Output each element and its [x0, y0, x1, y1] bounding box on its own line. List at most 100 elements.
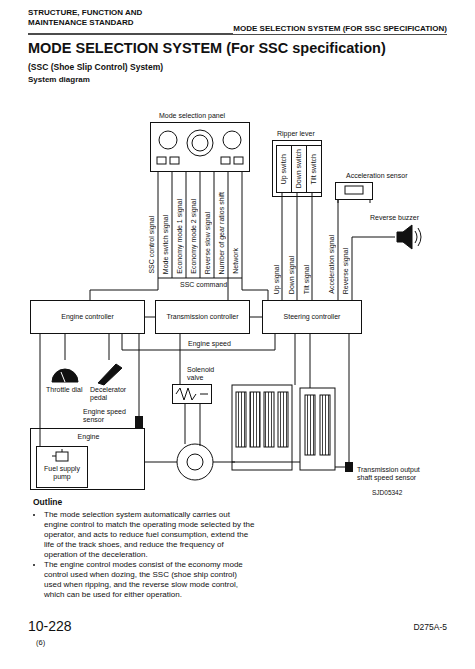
speed-sensor: Engine speed sensor [135, 416, 143, 428]
wire-label: SSC command [180, 281, 227, 289]
signal-wire [122, 334, 275, 350]
sensor: Acceleration sensor [335, 182, 373, 200]
fuel-pump: Fuel supply pump [36, 446, 88, 488]
signal-wire [338, 200, 339, 300]
drawing-stroke [236, 392, 246, 447]
switch: Down switch [291, 145, 307, 193]
node-label: Engine [31, 433, 146, 441]
switch: Tilt switch [306, 145, 322, 193]
drawing-stroke [98, 364, 122, 385]
drawing-stroke [157, 157, 166, 164]
control-panel: Mode selection panel [150, 122, 250, 172]
buzzer: Reverse buzzer [395, 225, 419, 249]
text-label: D275A-5 [413, 622, 447, 633]
drawing-stroke [61, 372, 65, 382]
drawing-stroke [320, 395, 330, 455]
drawing-stroke [223, 131, 241, 149]
drawing-stroke [145, 462, 235, 463]
wire-label: Tilt signal [303, 265, 311, 294]
switch: Up switch [276, 145, 292, 193]
drawing-stroke [56, 452, 68, 461]
drawing-stroke [176, 388, 208, 400]
drawing-stroke [415, 228, 421, 246]
node-label: Steering controller [284, 313, 341, 321]
signal-wire [139, 334, 140, 416]
drawing-stroke [177, 444, 213, 480]
signal-wire [180, 334, 181, 384]
wire-label: Engine speed [188, 340, 231, 348]
node-label: Transmission controller [166, 313, 238, 321]
drawing-stroke [159, 131, 177, 149]
text-label: Outline [33, 497, 62, 508]
node-label: Engine controller [61, 313, 114, 321]
outline-bullet: The mode selection system automatically … [44, 510, 256, 560]
drawing-stroke [187, 454, 203, 470]
signal-wire [297, 193, 298, 300]
wire-label: Acceleration signal [328, 235, 336, 294]
controller-box: Transmission controller [155, 300, 250, 334]
bullet-list: The mode selection system automatically … [44, 510, 256, 600]
text-label: 10-228 [28, 618, 72, 634]
node-label: Throttle dial [46, 386, 86, 394]
signal-wire [145, 317, 155, 318]
signal-label: Mode switch signal [162, 215, 170, 274]
node-label: Engine speed sensor [83, 408, 131, 424]
drawing-stroke [232, 385, 292, 470]
drawing-stroke [232, 334, 310, 462]
decelerator-pedal: Decelerator pedal [92, 360, 126, 384]
drawing-stroke [52, 369, 78, 382]
signal-wire [250, 317, 262, 318]
drawing-stroke [278, 392, 288, 447]
signal-wire [282, 193, 283, 300]
node-label: Decelerator pedal [90, 386, 134, 402]
node-label: Fuel supply pump [37, 465, 87, 481]
text-label: (6) [36, 638, 45, 647]
drawing-stroke [185, 404, 200, 446]
drawing-stroke [300, 388, 335, 470]
wire-label: Up signal [273, 265, 281, 294]
signal-wire [90, 172, 158, 300]
speed-sensor: Transmission output shaft speed sensor [345, 462, 353, 472]
text-label: MODE SELECTION SYSTEM (FOR SSC SPECIFICA… [233, 24, 447, 34]
drawing-stroke [338, 200, 370, 203]
signal-label: Reverse slow signal [204, 212, 212, 274]
drawing-stroke [158, 172, 242, 300]
text-label: (SSC (Shoe Slip Control) System) [28, 62, 163, 73]
drawing-stroke [104, 383, 105, 385]
signal-label: Economy mode 1 signal [176, 199, 184, 274]
drawing-stroke [192, 135, 208, 151]
outline-bullet: The engine control modes consist of the … [44, 560, 256, 600]
line-art [28, 34, 447, 480]
node-label: Transmission output shaft speed sensor [357, 466, 432, 482]
signal-wire [109, 334, 110, 360]
drawing-stroke [187, 130, 213, 156]
drawing-stroke [397, 225, 412, 249]
drawing-stroke [221, 157, 230, 164]
drawing-stroke [250, 392, 260, 447]
drawing-stroke [170, 157, 179, 164]
node-label: Tilt switch [310, 154, 318, 184]
drawing-stroke [345, 186, 363, 194]
signal-wire [65, 334, 66, 360]
node-label: Acceleration sensor [346, 172, 418, 180]
signal-wire [352, 237, 395, 300]
signal-wire [242, 172, 268, 300]
text-label: System diagram [28, 75, 90, 85]
drawing-stroke [335, 467, 345, 468]
signal-label: SSC control signal [148, 216, 156, 274]
node-label: Up switch [280, 154, 288, 184]
page-title: MODE SELECTION SYSTEM (For SSC specifica… [28, 40, 386, 57]
drawing-stroke [264, 392, 274, 447]
signal-label: Number of gear ratios shift [218, 192, 226, 274]
signal-label: Network [232, 248, 240, 274]
controller-box: Engine controller [30, 300, 145, 334]
controller-box: Steering controller [262, 300, 362, 334]
throttle-dial: Throttle dial [48, 360, 82, 384]
ripper-lever: Ripper leverUp switchDown switchTilt swi… [272, 140, 322, 197]
drawing-stroke [305, 395, 315, 455]
node-label: Reverse buzzer [370, 214, 442, 222]
signal-wire [40, 334, 41, 446]
node-label: Down switch [295, 149, 303, 188]
node-label: Ripper lever [277, 130, 347, 138]
